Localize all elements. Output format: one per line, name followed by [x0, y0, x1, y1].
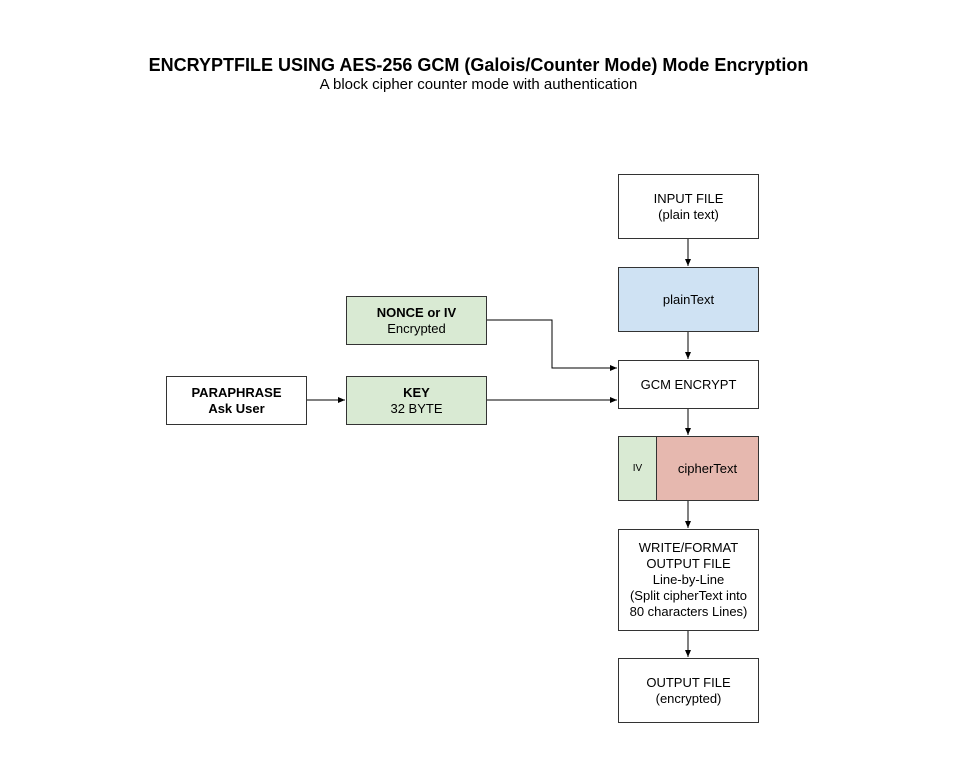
paraphrase-sublabel: Ask User [208, 400, 265, 416]
nonce-node: NONCE or IV Encrypted [346, 296, 487, 345]
output-file-sublabel: (encrypted) [655, 690, 722, 706]
write-output-line-3: Line-by-Line [652, 572, 725, 587]
key-node: KEY 32 BYTE [346, 376, 487, 425]
input-file-node: INPUT FILE (plain text) [618, 174, 759, 239]
iv-label: IV [632, 462, 643, 474]
output-file-label: OUTPUT FILE [646, 674, 731, 690]
plaintext-node: plainText [618, 267, 759, 332]
key-label: KEY [403, 384, 430, 400]
paraphrase-label: PARAPHRASE [191, 384, 282, 400]
ciphertext-node: cipherText [656, 436, 759, 501]
write-output-line-1: WRITE/FORMAT [638, 540, 739, 555]
nonce-sublabel: Encrypted [387, 320, 446, 336]
nonce-label: NONCE or IV [376, 304, 457, 320]
gcm-encrypt-label: GCM ENCRYPT [640, 376, 737, 392]
paraphrase-node: PARAPHRASE Ask User [166, 376, 307, 425]
arrow-nonce-to-gcm [486, 319, 617, 371]
write-output-line-2: OUTPUT FILE [646, 556, 731, 571]
write-output-node: WRITE/FORMAT OUTPUT FILE Line-by-Line (S… [618, 529, 759, 631]
plaintext-label: plainText [662, 291, 715, 307]
gcm-encrypt-node: GCM ENCRYPT [618, 360, 759, 409]
diagram-title: ENCRYPTFILE USING AES-256 GCM (Galois/Co… [148, 55, 809, 75]
output-file-node: OUTPUT FILE (encrypted) [618, 658, 759, 723]
input-file-sublabel: (plain text) [658, 206, 719, 222]
key-sublabel: 32 BYTE [390, 400, 443, 416]
diagram-subtitle: A block cipher counter mode with authent… [319, 76, 638, 93]
input-file-label: INPUT FILE [653, 190, 724, 206]
write-output-line-4: (Split cipherText into [629, 588, 748, 603]
write-output-line-5: 80 characters Lines) [629, 604, 748, 619]
iv-node: IV [618, 436, 657, 501]
ciphertext-label: cipherText [677, 460, 738, 476]
